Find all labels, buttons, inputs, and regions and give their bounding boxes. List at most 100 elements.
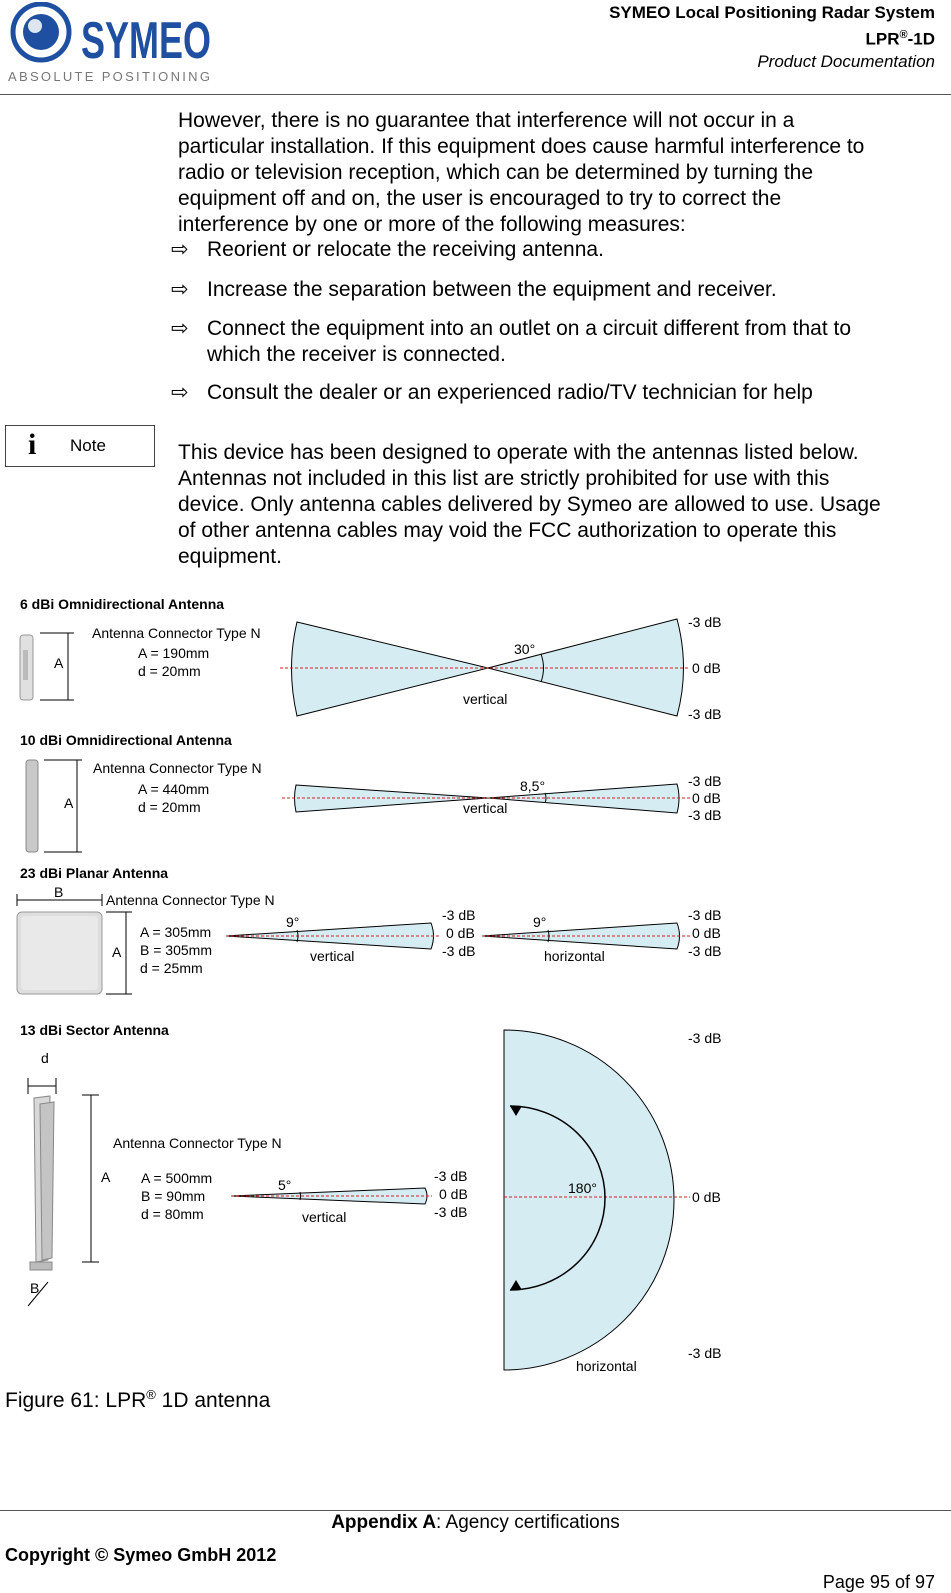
- planar23-h-plane: horizontal: [544, 948, 605, 964]
- footer-copyright: Copyright © Symeo GmbH 2012: [5, 1545, 277, 1565]
- header-title-line3: Product Documentation: [757, 51, 935, 71]
- omni6-db-bot: -3 dB: [688, 706, 721, 722]
- header-title-line1: SYMEO Local Positioning Radar System: [609, 3, 935, 22]
- logo-tagline: ABSOLUTE POSITIONING: [8, 69, 210, 84]
- bullet-text: Reorient or relocate the receiving anten…: [207, 238, 604, 261]
- header-title-line2: LPR®-1D: [865, 29, 935, 49]
- planar23-dim-b: B = 305mm: [140, 942, 212, 958]
- omni10-antenna-image: [25, 759, 82, 853]
- sector13-letter-a: A: [101, 1169, 111, 1185]
- note-line: equipment.: [178, 545, 282, 568]
- logo-text: SYMEO: [81, 12, 211, 70]
- sector13-v-db-mid: 0 dB: [439, 1186, 468, 1202]
- intro-line: equipment off and on, the user is encour…: [178, 187, 782, 210]
- logo-graphic: SYMEO ABSOLUTE POSITIONING: [8, 1, 211, 84]
- omni6-dim-d: d = 20mm: [138, 663, 201, 679]
- arrow-bullet-icon: ⇨: [171, 381, 189, 404]
- omni6-connector-label: Antenna Connector Type N: [92, 625, 261, 641]
- info-icon: i: [28, 428, 37, 461]
- omni10-db-top: -3 dB: [688, 773, 721, 789]
- intro-paragraph: However, there is no guarantee that inte…: [178, 108, 938, 238]
- sector13-dim-b: B = 90mm: [141, 1188, 205, 1204]
- note-line: of other antenna cables may void the FCC…: [178, 519, 837, 542]
- note-box: i Note: [5, 425, 155, 467]
- omni6-antenna-image: [19, 632, 74, 701]
- bullet-text: Consult the dealer or an experienced rad…: [207, 381, 813, 404]
- omni6-beam-pattern: [280, 618, 690, 717]
- planar23-v-db-mid: 0 dB: [446, 925, 475, 941]
- planar23-letter-b: B: [54, 884, 63, 900]
- document-header-title: SYMEO Local Positioning Radar System LPR…: [609, 2, 935, 73]
- bullet-text: Increase the separation between the equi…: [207, 278, 777, 301]
- intro-line: However, there is no guarantee that inte…: [178, 109, 795, 132]
- sector13-v-angle: 5°: [278, 1177, 291, 1193]
- note-paragraph: This device has been designed to operate…: [178, 440, 948, 570]
- arrow-bullet-icon: ⇨: [171, 238, 189, 261]
- sector13-v-db-top: -3 dB: [434, 1168, 467, 1184]
- bullet-item: ⇨ Increase the separation between the eq…: [171, 277, 937, 303]
- sector13-letter-d: d: [41, 1050, 49, 1066]
- antenna-diagram: 6 dBi Omnidirectional Antenna A Antenna …: [16, 596, 721, 1374]
- omni10-dim-a: A = 440mm: [138, 781, 209, 797]
- bullet-item: ⇨ Connect the equipment into an outlet o…: [171, 316, 937, 368]
- intro-line: radio or television reception, which can…: [178, 161, 814, 184]
- planar23-letter-a: A: [112, 944, 122, 960]
- omni6-dim-a: A = 190mm: [138, 645, 209, 661]
- planar23-h-db-bot: -3 dB: [688, 943, 721, 959]
- sector13-h-db-top: -3 dB: [688, 1030, 721, 1046]
- sector13-connector-label: Antenna Connector Type N: [113, 1135, 282, 1151]
- header-divider: [0, 94, 951, 95]
- note-line: Antennas not included in this list are s…: [178, 467, 830, 490]
- planar23-horizontal-beam: [481, 922, 690, 950]
- omni10-title: 10 dBi Omnidirectional Antenna: [20, 732, 232, 748]
- omni10-connector-label: Antenna Connector Type N: [93, 760, 262, 776]
- note-line: device. Only antenna cables delivered by…: [178, 493, 881, 516]
- sector13-letter-b: B: [30, 1280, 39, 1296]
- sector13-v-plane: vertical: [302, 1209, 346, 1225]
- planar23-h-db-top: -3 dB: [688, 907, 721, 923]
- sector13-horizontal-beam: [503, 1029, 690, 1371]
- arrow-bullet-icon: ⇨: [171, 317, 189, 340]
- omni10-beam-pattern: [282, 783, 690, 814]
- planar23-vertical-beam: [225, 922, 440, 950]
- omni6-dim-letter: A: [54, 655, 64, 671]
- bullet-item: ⇨ Consult the dealer or an experienced r…: [171, 380, 937, 406]
- sector13-title: 13 dBi Sector Antenna: [20, 1022, 169, 1038]
- sector13-h-db-mid: 0 dB: [692, 1189, 721, 1205]
- omni6-db-mid: 0 dB: [692, 660, 721, 676]
- footer-page-number: Page 95 of 97: [822, 1572, 935, 1592]
- planar23-v-db-top: -3 dB: [442, 907, 475, 923]
- footer-appendix: Appendix A: Agency certifications: [331, 1512, 620, 1533]
- planar23-v-plane: vertical: [310, 948, 354, 964]
- omni10-dim-d: d = 20mm: [138, 799, 201, 815]
- omni10-db-mid: 0 dB: [692, 790, 721, 806]
- symeo-logo: SYMEO ABSOLUTE POSITIONING: [5, 1, 215, 86]
- bullet-text: Connect the equipment into an outlet on …: [207, 317, 851, 340]
- planar23-v-db-bot: -3 dB: [442, 943, 475, 959]
- omni10-dim-letter: A: [64, 795, 74, 811]
- omni10-angle: 8,5°: [520, 778, 545, 794]
- sector13-h-db-bot: -3 dB: [688, 1345, 721, 1361]
- omni6-db-top: -3 dB: [688, 614, 721, 630]
- footer-divider: [0, 1510, 951, 1511]
- sector13-dim-a: A = 500mm: [141, 1170, 212, 1186]
- intro-line: particular installation. If this equipme…: [178, 135, 865, 158]
- bullet-text: which the receiver is connected.: [207, 343, 506, 366]
- planar23-antenna-image: [16, 894, 132, 995]
- figure-caption: Figure 61: LPR® 1D antenna: [5, 1387, 271, 1412]
- omni10-db-bot: -3 dB: [688, 807, 721, 823]
- omni6-title: 6 dBi Omnidirectional Antenna: [20, 596, 224, 612]
- bullet-item: ⇨ Reorient or relocate the receiving ant…: [171, 237, 937, 263]
- arrow-bullet-icon: ⇨: [171, 278, 189, 301]
- planar23-dim-d: d = 25mm: [140, 960, 203, 976]
- sector13-h-angle: 180°: [568, 1180, 597, 1196]
- planar23-dim-a: A = 305mm: [140, 924, 211, 940]
- sector13-vertical-beam: [230, 1187, 432, 1205]
- omni6-angle: 30°: [514, 641, 535, 657]
- sector13-h-plane: horizontal: [576, 1358, 637, 1374]
- planar23-v-angle: 9°: [286, 914, 299, 930]
- sector13-dim-d: d = 80mm: [141, 1206, 204, 1222]
- planar23-h-db-mid: 0 dB: [692, 925, 721, 941]
- planar23-connector-label: Antenna Connector Type N: [106, 892, 275, 908]
- sector13-antenna-image: [27, 1078, 99, 1307]
